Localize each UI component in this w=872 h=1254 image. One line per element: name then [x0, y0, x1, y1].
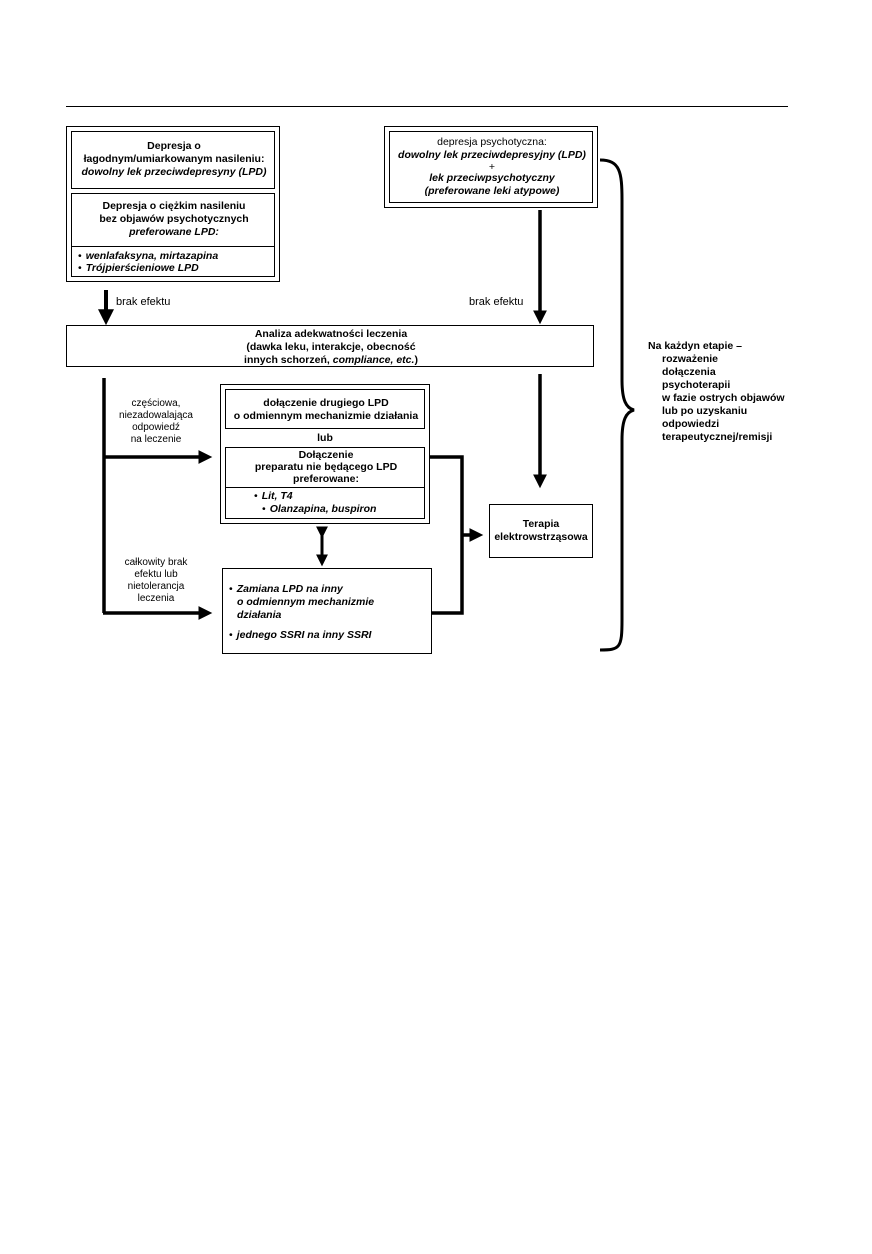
psychotic-preferred: (preferowane leki atypowe) [424, 185, 560, 197]
augment-item-2: •Olanzapina, buspiron [262, 503, 377, 515]
ect-box: Terapia elektrowstrząsowa [489, 504, 593, 558]
add-second-ad-line2: o odmiennym mechanizmie działania [233, 410, 419, 422]
no-response-label: całkowity brak efektu lub nietolerancja … [124, 557, 188, 604]
add-non-ad-line3: preferowane: [293, 473, 359, 485]
analysis-details-2: innych schorzeń, compliance, etc.) [244, 354, 418, 366]
top-rule [66, 106, 788, 107]
severe-item-1: •wenlafaksyna, mirtazapina [78, 250, 219, 262]
analysis-details-1: (dawka leku, interakcje, obecność [246, 341, 416, 353]
severe-item-2: •Trójpierścieniowe LPD [78, 262, 199, 274]
severe-title-1: Depresja o ciężkim nasileniu [102, 200, 246, 212]
no-effect-label-left: brak efektu [116, 296, 171, 308]
add-non-ad-line1: Dołączenie [298, 449, 354, 461]
analysis-title: Analiza adekwatności leczenia [254, 328, 408, 340]
add-non-antidepressant-box: Dołączenie preparatu nie będącego LPD pr… [225, 447, 425, 519]
severe-preferred: preferowane LPD: [129, 226, 219, 238]
ect-line2: elektrowstrząsowa [494, 531, 588, 543]
augment-item-1: •Lit, T4 [254, 490, 293, 502]
switch-item-1: •Zamiana LPD na inny [229, 583, 343, 595]
ect-line1: Terapia [522, 518, 560, 530]
or-label: lub [317, 432, 333, 444]
switch-item-2: •jednego SSRI na inny SSRI [229, 629, 372, 641]
psychotic-depression-box: depresja psychotyczna: dowolny lek przec… [384, 126, 598, 208]
severe-title-2: bez objawów psychotycznych [99, 213, 249, 225]
mild-title-2: łagodnym/umiarkowanym nasileniu: [83, 153, 265, 165]
severe-depression-box: Depresja o ciężkim nasileniu bez objawów… [71, 193, 275, 277]
add-second-ad-line1: dołączenie drugiego LPD [263, 397, 389, 409]
no-effect-label-right: brak efektu [469, 296, 524, 308]
mild-depression-box: Depresja o łagodnym/umiarkowanym nasilen… [71, 131, 275, 189]
partial-response-label: częściowa, niezadowalająca odpowiedź na … [119, 398, 193, 445]
psychotherapy-note: Na każdyn etapie – rozważenie dołączenia… [648, 340, 785, 443]
mild-title-1: Depresja o [147, 140, 201, 152]
analysis-box: Analiza adekwatności leczenia (dawka lek… [66, 325, 594, 367]
mild-treatment: dowolny lek przeciwdepresyny (LPD) [81, 166, 267, 178]
augmentation-box: dołączenie drugiego LPD o odmiennym mech… [220, 384, 430, 524]
psychotic-title: depresja psychotyczna: [437, 136, 547, 148]
switch-item-1-line3: działania [237, 609, 282, 621]
psychotic-antidepressant: dowolny lek przeciwdepresyjny (LPD) [398, 149, 586, 161]
curly-brace [599, 158, 635, 652]
psychotic-antipsychotic: lek przeciwpsychotyczny [429, 172, 555, 184]
add-non-ad-line2: preparatu nie będącego LPD [254, 461, 398, 473]
psychotic-plus: + [488, 161, 496, 173]
switch-box: •Zamiana LPD na inny o odmiennym mechani… [222, 568, 432, 654]
bracket-to-ect [429, 455, 464, 615]
switch-item-1-line2: o odmiennym mechanizmie [237, 596, 375, 608]
add-second-antidepressant-box: dołączenie drugiego LPD o odmiennym mech… [225, 389, 425, 429]
initial-depression-box: Depresja o łagodnym/umiarkowanym nasilen… [66, 126, 280, 282]
